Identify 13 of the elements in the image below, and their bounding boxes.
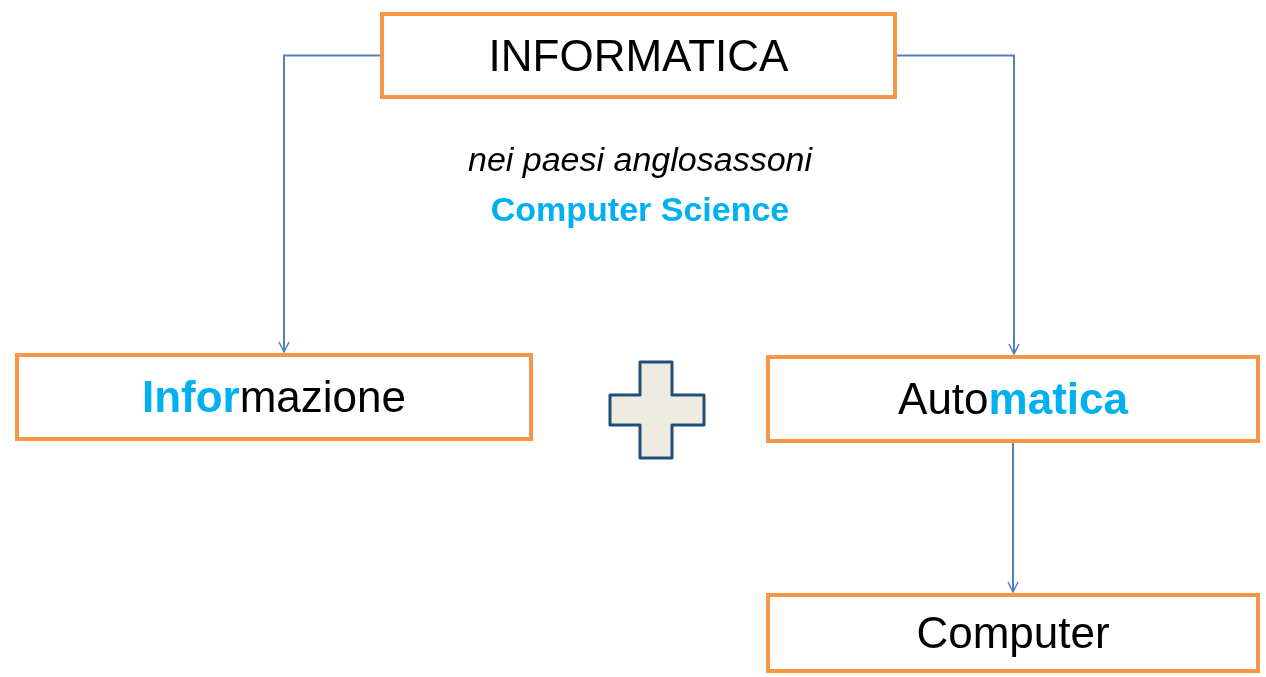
- term-box: [766, 355, 1260, 443]
- box-text: Computer: [916, 608, 1110, 658]
- arrow: [896, 54, 1020, 355]
- arrow: [278, 54, 381, 353]
- term-box: [15, 353, 533, 441]
- term-box: [380, 12, 897, 99]
- box-text: INFORMATICA: [488, 30, 789, 81]
- box-text: Automatica: [898, 374, 1128, 424]
- term-box: [766, 593, 1260, 673]
- box-text: Informazione: [141, 372, 407, 422]
- arrow: [1007, 442, 1019, 593]
- note-text: nei paesi anglosassoni: [468, 140, 812, 178]
- note-text: Computer Science: [490, 190, 790, 228]
